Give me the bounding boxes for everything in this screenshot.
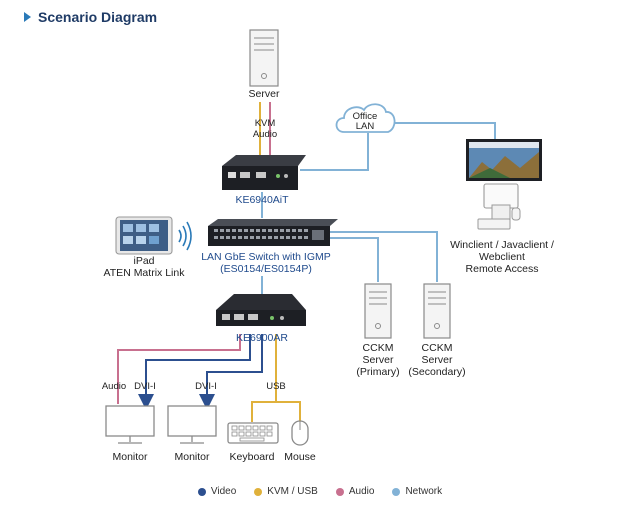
ke6940-label: KE6940AiT xyxy=(235,194,289,206)
office-lan-label-1: Office xyxy=(353,111,378,122)
office-lan-cloud-icon xyxy=(335,103,396,133)
network-line-cckm-secondary xyxy=(330,231,438,282)
legend-item-kvm-usb: KVM / USB xyxy=(254,486,318,497)
keyboard-label: Keyboard xyxy=(230,451,275,463)
wifi-signal-icon xyxy=(178,221,192,251)
legend-item-network: Network xyxy=(392,486,442,497)
cckm-primary-label-1: CCKM xyxy=(363,342,394,354)
monitor1-label: Monitor xyxy=(112,451,148,463)
legend-label-audio: Audio xyxy=(348,486,375,497)
dvi1-port-label: DVI-I xyxy=(134,381,156,392)
ipad-label-2: ATEN Matrix Link xyxy=(104,267,186,279)
winclient-label-2: Webclient xyxy=(479,251,525,263)
winclient-label-1: Winclient / Javaclient / xyxy=(450,239,554,251)
network-line-cckm-primary xyxy=(330,237,379,282)
mouse-icon xyxy=(291,420,309,446)
remote-monitor-icon xyxy=(466,139,542,181)
cckm-primary-label-3: (Primary) xyxy=(356,366,399,378)
ipad-label-1: iPad xyxy=(133,255,154,267)
cckm-secondary-server-icon xyxy=(423,283,451,339)
audio-label: Audio xyxy=(253,129,277,140)
kvm-label: KVM xyxy=(255,118,276,129)
ke6940-device-icon xyxy=(222,155,306,190)
switch-label-1: LAN GbE Switch with IGMP xyxy=(201,251,331,263)
legend-dot-network-icon xyxy=(392,487,401,496)
ke6900-device-icon xyxy=(216,294,306,326)
monitor2-icon xyxy=(167,405,217,444)
legend-label-kvm-usb: KVM / USB xyxy=(267,486,318,497)
lan-switch-icon xyxy=(208,219,338,246)
server-tower-icon xyxy=(249,29,279,87)
audio-port-label: Audio xyxy=(102,381,126,392)
title-arrow-icon xyxy=(24,12,31,22)
legend-item-video: Video xyxy=(197,486,237,497)
keyboard-icon xyxy=(227,422,279,444)
office-lan-label-2: LAN xyxy=(356,121,375,132)
video-line-dvi2 xyxy=(199,334,263,410)
switch-label-2: (ES0154/ES0154P) xyxy=(220,263,312,275)
legend-item-audio: Audio xyxy=(335,486,375,497)
winclient-label-3: Remote Access xyxy=(466,263,539,275)
monitor2-label: Monitor xyxy=(174,451,210,463)
audio-line-output xyxy=(117,334,241,404)
cckm-primary-server-icon xyxy=(364,283,392,339)
legend-label-network: Network xyxy=(405,486,443,497)
title-bar: Scenario Diagram xyxy=(24,9,157,25)
cckm-primary-label-2: Server xyxy=(363,354,394,366)
usb-line-keyboard xyxy=(251,401,301,422)
video-line-dvi1 xyxy=(138,334,251,410)
mouse-label: Mouse xyxy=(284,451,316,463)
legend-dot-kvm-usb-icon xyxy=(254,487,263,496)
server-label: Server xyxy=(249,88,280,100)
legend: Video KVM / USB Audio Network xyxy=(0,486,640,497)
network-line-office-lan xyxy=(300,133,369,171)
network-line-remote xyxy=(392,122,496,140)
cckm-secondary-label-3: (Secondary) xyxy=(408,366,465,378)
dvi2-port-label: DVI-I xyxy=(195,381,217,392)
cckm-secondary-label-2: Server xyxy=(422,354,453,366)
legend-dot-audio-icon xyxy=(335,487,344,496)
legend-dot-video-icon xyxy=(197,487,206,496)
remote-pc-icon xyxy=(477,183,521,230)
usb-port-label: USB xyxy=(266,381,286,392)
ke6900-label: KE6900AR xyxy=(236,332,288,344)
legend-label-video: Video xyxy=(210,486,237,497)
cckm-secondary-label-1: CCKM xyxy=(422,342,453,354)
ipad-icon xyxy=(115,216,173,255)
monitor1-icon xyxy=(105,405,155,444)
page-title: Scenario Diagram xyxy=(38,9,158,25)
